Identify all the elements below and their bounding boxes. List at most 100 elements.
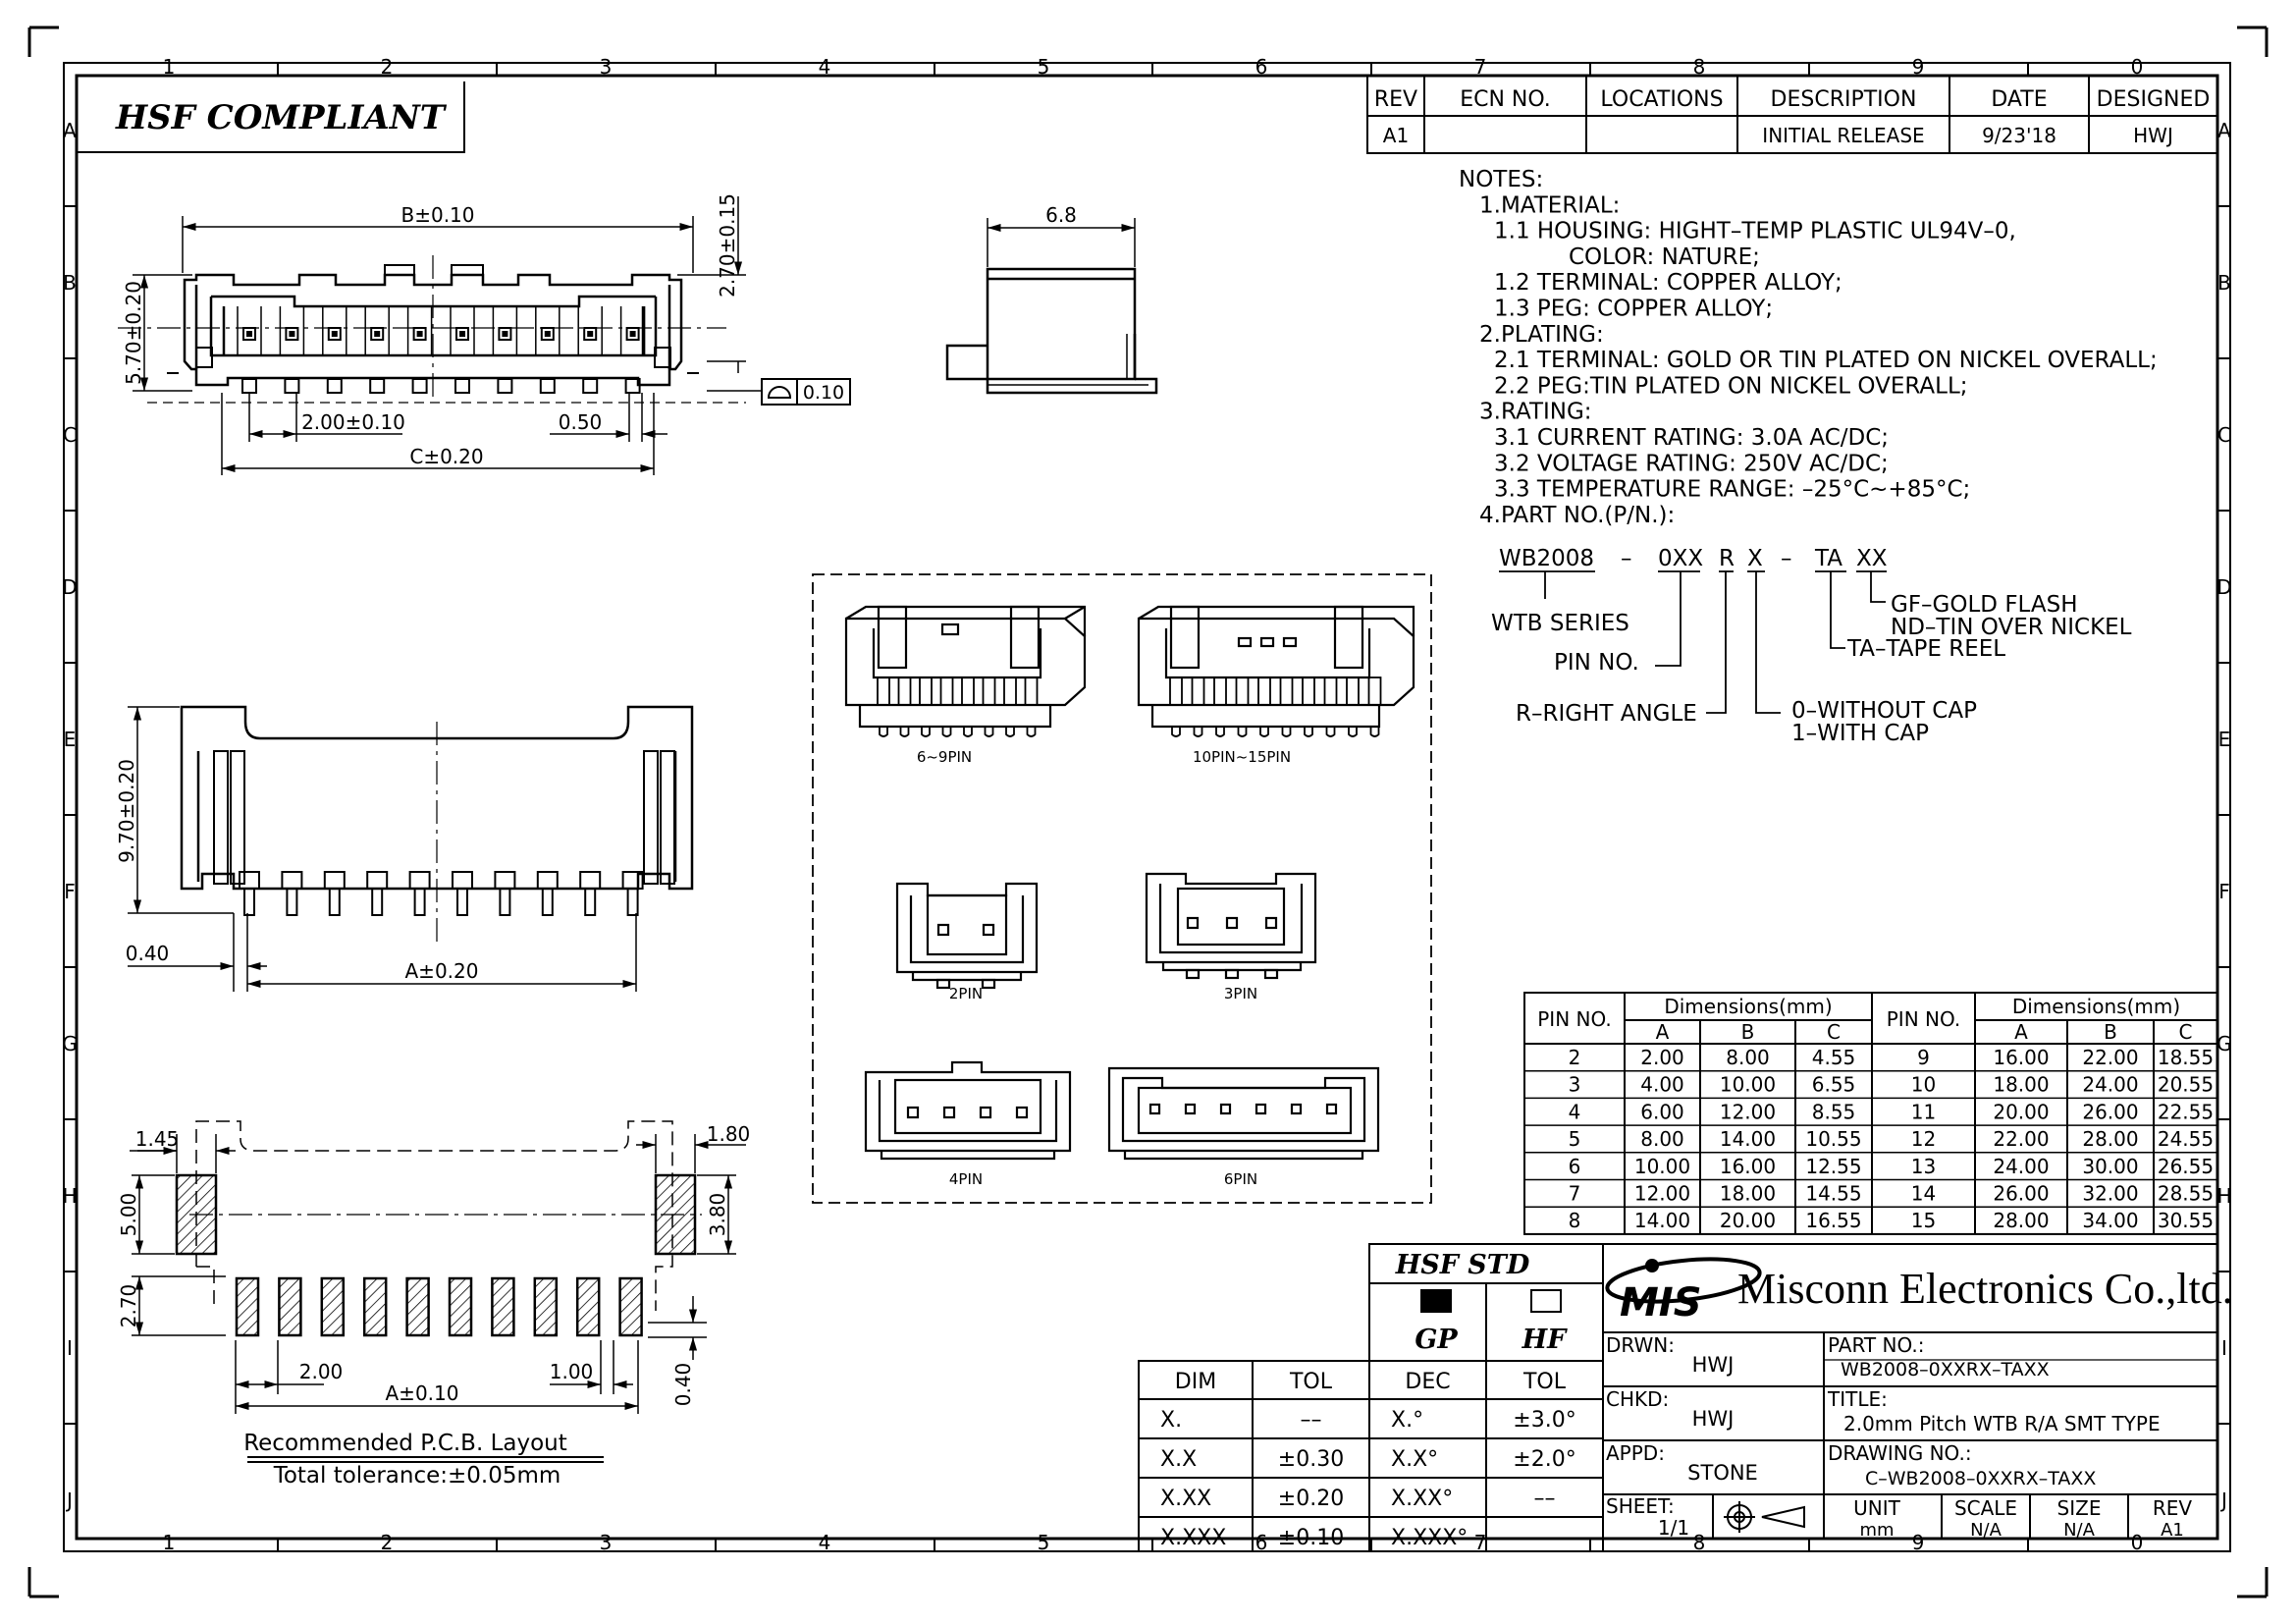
dim-pcb-500: 5.00 xyxy=(117,1193,140,1237)
svg-text:Total tolerance:±0.05mm: Total tolerance:±0.05mm xyxy=(273,1463,561,1489)
title-block xyxy=(1602,1243,2218,1540)
drawing-no-value: C–WB2008–0XXRX–TAXX xyxy=(1865,1468,2096,1489)
zone-row-left: A xyxy=(63,119,77,142)
size-value: N/A xyxy=(2063,1520,2096,1541)
zone-col-top: 4 xyxy=(819,55,831,79)
zone-col-bottom: 1 xyxy=(163,1531,176,1554)
rev-cell: INITIAL RELEASE xyxy=(1762,124,1924,147)
tol-cell: ±0.20 xyxy=(1278,1487,1344,1511)
rev-value: A1 xyxy=(2161,1520,2184,1541)
note-line: 4.PART NO.(P/N.): xyxy=(1479,503,1675,528)
dim-table-cell: 28.00 xyxy=(1993,1209,2049,1232)
zone-row-right: F xyxy=(2218,880,2230,903)
dim-pcb-200: 2.00 xyxy=(299,1360,344,1383)
variant-label-2pin: 2PIN xyxy=(949,985,983,1002)
hsf-std-title: HSF STD xyxy=(1395,1250,1530,1280)
variant-6-9pin-terminals xyxy=(877,677,1039,737)
dim-table-cell: 18.00 xyxy=(1993,1073,2049,1097)
zone-col-top: 3 xyxy=(600,55,613,79)
dim-b: B±0.10 xyxy=(400,203,474,227)
dim-table-cell: 8 xyxy=(1569,1209,1581,1232)
side-view xyxy=(945,267,1158,395)
pcb-dimensions xyxy=(130,1134,746,1414)
dim-table-cell: 4.00 xyxy=(1640,1073,1684,1097)
dim-table-cell: 26.00 xyxy=(2082,1100,2138,1123)
zone-col-bottom: 4 xyxy=(819,1531,831,1554)
zone-col-top: 0 xyxy=(2131,55,2144,79)
rev-cell: A1 xyxy=(1383,124,1409,147)
svg-text:MIS: MIS xyxy=(1620,1280,1702,1326)
note-line: 1.MATERIAL: xyxy=(1479,192,1620,218)
dim-table-cell: 26.00 xyxy=(1993,1182,2049,1206)
dim-table-cell: 20.00 xyxy=(1993,1100,2049,1123)
zone-row-left: B xyxy=(63,271,77,295)
variant-label-6-9pin: 6~9PIN xyxy=(917,748,972,766)
dim-table-pin-header: PIN NO. xyxy=(1537,1007,1612,1031)
zone-col-bottom: 2 xyxy=(381,1531,394,1554)
dim-table-cell: 16.00 xyxy=(1993,1046,2049,1069)
dim-table-cell: 32.00 xyxy=(2082,1182,2138,1206)
variant-4pin xyxy=(864,1060,1072,1161)
variant-label-3pin: 3PIN xyxy=(1224,985,1257,1002)
rev-cell: 9/23'18 xyxy=(1982,124,2056,147)
tol-cell: X.X xyxy=(1160,1447,1197,1472)
sheet-label: SHEET: xyxy=(1606,1494,1675,1518)
svg-text:GF–GOLD FLASH: GF–GOLD FLASH xyxy=(1891,592,2078,618)
chkd-label: CHKD: xyxy=(1606,1387,1669,1411)
zone-col-top: 5 xyxy=(1038,55,1050,79)
top-view-pins xyxy=(237,306,646,394)
dim-top-height: 5.70±0.20 xyxy=(122,281,145,385)
zone-col-bottom: 9 xyxy=(1912,1531,1925,1554)
svg-text:TA–TAPE REEL: TA–TAPE REEL xyxy=(1846,636,2005,662)
variant-3pin xyxy=(1145,872,1317,980)
rev-header: DATE xyxy=(1991,87,2047,112)
dim-table-cell: 24.00 xyxy=(1993,1155,2049,1178)
dim-top-gap: 0.50 xyxy=(559,410,603,434)
dim-table-cell: 34.00 xyxy=(2082,1209,2138,1232)
dim-table-col: A xyxy=(2014,1020,2028,1044)
svg-text:WTB SERIES: WTB SERIES xyxy=(1491,611,1629,636)
dim-table-cell: 5 xyxy=(1569,1127,1581,1151)
dim-table-cell: 6.55 xyxy=(1812,1073,1856,1097)
company-name: Misconn Electronics Co.,ltd. xyxy=(1737,1265,2233,1313)
dim-front-offset: 0.40 xyxy=(126,942,170,965)
note-line: 3.2 VOLTAGE RATING: 250V AC/DC; xyxy=(1494,451,1889,476)
zone-col-top: 2 xyxy=(381,55,394,79)
dim-table-cell: 2.00 xyxy=(1640,1046,1684,1069)
dim-table-cell: 22.00 xyxy=(2082,1046,2138,1069)
svg-text:ND–TIN OVER NICKEL: ND–TIN OVER NICKEL xyxy=(1891,615,2132,640)
tol-cell: –– xyxy=(1534,1487,1556,1511)
svg-text:0.10: 0.10 xyxy=(803,382,844,404)
dim-table-pin-header: PIN NO. xyxy=(1887,1007,1961,1031)
zone-row-right: E xyxy=(2218,728,2231,751)
zone-row-left: H xyxy=(62,1184,77,1208)
notes-block: NOTES:1.MATERIAL:1.1 HOUSING: HIGHT–TEMP… xyxy=(1459,167,2158,528)
gp-filled-box-icon xyxy=(1420,1289,1452,1313)
dim-table-cell: 12.00 xyxy=(1634,1182,1690,1206)
zone-col-bottom: 0 xyxy=(2131,1531,2144,1554)
svg-text:0–WITHOUT CAP: 0–WITHOUT CAP xyxy=(1791,698,1977,724)
zone-row-right: D xyxy=(2216,575,2231,599)
note-line: 2.PLATING: xyxy=(1479,322,1604,348)
dim-table-col: B xyxy=(2104,1020,2117,1044)
dim-table-cell: 24.00 xyxy=(2082,1073,2138,1097)
variant-10-15pin xyxy=(1137,605,1415,729)
dim-table-cell: 18.55 xyxy=(2158,1046,2214,1069)
zone-row-right: B xyxy=(2217,271,2231,295)
dim-table-cell: 6 xyxy=(1569,1155,1581,1178)
zone-col-bottom: 8 xyxy=(1693,1531,1706,1554)
zone-row-right: I xyxy=(2221,1336,2227,1360)
drwn-value: HWJ xyxy=(1692,1353,1735,1377)
sheet-value: 1/1 xyxy=(1658,1516,1689,1540)
dim-table-cell: 12.00 xyxy=(1720,1100,1776,1123)
front-view-pins xyxy=(239,871,644,916)
note-line: 2.1 TERMINAL: GOLD OR TIN PLATED ON NICK… xyxy=(1494,348,2158,373)
front-dimensions xyxy=(128,706,637,992)
dim-table-cell: 20.55 xyxy=(2158,1073,2214,1097)
zone-row-right: C xyxy=(2217,423,2231,447)
svg-text:R–RIGHT ANGLE: R–RIGHT ANGLE xyxy=(1516,701,1697,727)
part-no-label: PART NO.: xyxy=(1828,1333,1924,1357)
